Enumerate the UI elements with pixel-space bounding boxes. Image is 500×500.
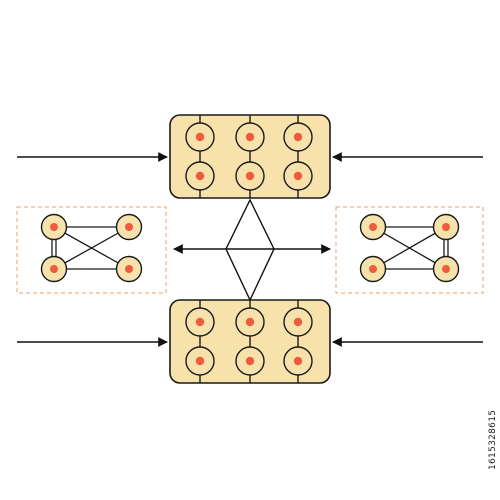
group-border (335, 206, 484, 294)
node-core (245, 132, 255, 142)
node-core (293, 132, 303, 142)
node-core (195, 171, 205, 181)
node-core (195, 317, 205, 327)
group-connection (372, 226, 447, 270)
node-core (245, 317, 255, 327)
bottom-module (169, 299, 331, 384)
group-node-core (442, 223, 450, 231)
stock-id-text: 1615328615 (488, 409, 498, 470)
diamond-connector (225, 198, 275, 302)
right-network-group (335, 206, 484, 294)
node-core (195, 132, 205, 142)
group-border (16, 206, 167, 294)
top-module (169, 114, 331, 199)
group-node-core (442, 265, 450, 273)
module-layer (169, 114, 331, 384)
left-network-group (16, 206, 167, 294)
node-core (293, 171, 303, 181)
group-node-core (369, 223, 377, 231)
node-core (245, 171, 255, 181)
group-node-core (50, 223, 58, 231)
group-node-core (369, 265, 377, 273)
group-node-core (125, 223, 133, 231)
group-node-core (50, 265, 58, 273)
group-connection (53, 226, 130, 270)
node-core (293, 356, 303, 366)
side-group-layer (16, 206, 484, 294)
node-core (245, 356, 255, 366)
group-node-core (125, 265, 133, 273)
node-core (195, 356, 205, 366)
node-core (293, 317, 303, 327)
